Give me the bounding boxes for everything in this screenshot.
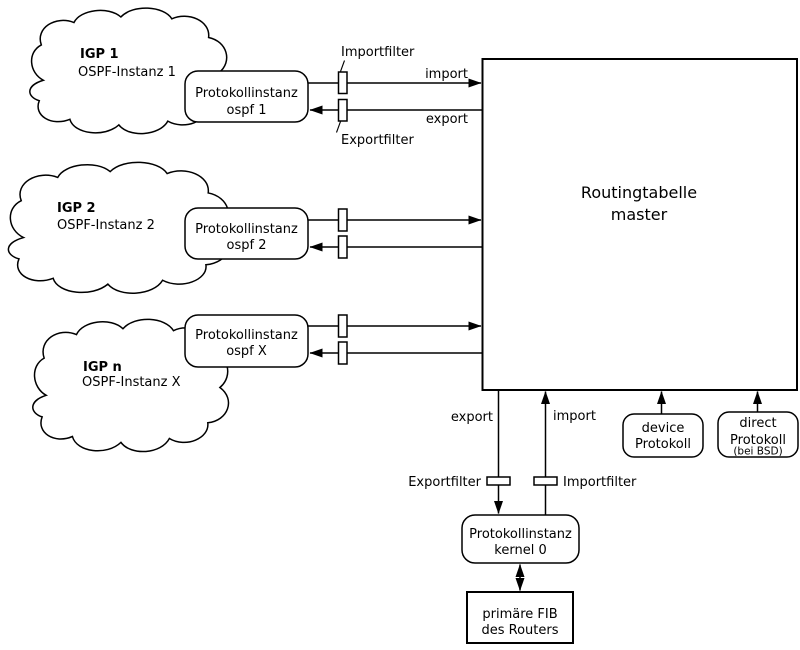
exportfilter-bottom-label: Exportfilter bbox=[408, 475, 481, 490]
protocol-box-ospfX-line1: Protokollinstanz bbox=[195, 328, 298, 343]
direct-protocol-line1: direct bbox=[739, 416, 776, 431]
export-top-label: export bbox=[426, 112, 468, 127]
fib-box bbox=[466, 591, 574, 644]
kernel-fib-group: Protokollinstanz kernel 0 primäre FIB de… bbox=[461, 514, 580, 644]
protocol-box-ospf2-line2: ospf 2 bbox=[227, 238, 267, 253]
export-filter-marker-1 bbox=[337, 98, 348, 122]
cloud-3-title: IGP n bbox=[83, 360, 122, 375]
exportfilter-top-label: Exportfilter bbox=[341, 133, 414, 148]
protocol-box-ospf2-line1: Protokollinstanz bbox=[195, 222, 298, 237]
routing-table-box bbox=[481, 58, 798, 391]
device-direct-group: device Protokoll direct Protokoll (bei B… bbox=[622, 391, 799, 458]
routing-table-title-line1: Routingtabelle bbox=[581, 183, 697, 202]
import-filter-marker-1 bbox=[337, 71, 348, 95]
cloud-2-title: IGP 2 bbox=[57, 201, 96, 216]
device-protocol-line1: device bbox=[642, 421, 685, 436]
direct-protocol-note: (bei BSD) bbox=[733, 446, 782, 458]
protocol-box-ospfX bbox=[184, 314, 309, 368]
cloud-1-title: IGP 1 bbox=[80, 47, 119, 62]
cloud-igp-n bbox=[33, 319, 229, 451]
import-filter-marker-2 bbox=[337, 208, 348, 232]
importfilter-bottom-label: Importfilter bbox=[563, 475, 637, 490]
routing-table-group: Routingtabelle master bbox=[481, 58, 798, 391]
kernel-instance-line1: Protokollinstanz bbox=[469, 527, 572, 542]
cloud-3-subtitle: OSPF-Instanz X bbox=[82, 375, 181, 390]
device-protocol-line2: Protokoll bbox=[635, 437, 691, 452]
protocol-box-ospf2 bbox=[184, 207, 309, 260]
protocol-box-ospf1 bbox=[184, 70, 309, 123]
importfilter-top-label: Importfilter bbox=[341, 45, 415, 60]
protocol-box-ospfX-line2: ospf X bbox=[226, 344, 267, 359]
kernel-instance-line2: kernel 0 bbox=[494, 543, 546, 558]
cloud-1-subtitle: OSPF-Instanz 1 bbox=[78, 65, 176, 80]
importfilter-callout-line bbox=[339, 60, 346, 72]
import-filter-marker-kernel bbox=[533, 476, 558, 486]
routing-table-title-line2: master bbox=[611, 205, 668, 224]
protocol-instance-boxes: Protokollinstanz ospf 1 Protokollinstanz… bbox=[184, 70, 309, 368]
import-filter-marker-3 bbox=[337, 314, 348, 338]
export-filter-marker-kernel bbox=[486, 476, 511, 486]
kernel-instance-box bbox=[461, 514, 580, 564]
device-protocol-box bbox=[622, 413, 704, 458]
kernel-connectors: export import Exportfilter Importfilter bbox=[408, 390, 637, 515]
cloud-2-subtitle: OSPF-Instanz 2 bbox=[57, 218, 155, 233]
fib-line1: primäre FIB bbox=[482, 607, 557, 622]
protocol-box-ospf1-line1: Protokollinstanz bbox=[195, 86, 298, 101]
import-bottom-label: import bbox=[553, 409, 596, 424]
export-filter-marker-3 bbox=[337, 341, 348, 365]
igp-clouds: IGP 1 OSPF-Instanz 1 IGP 2 OSPF-Instanz … bbox=[8, 8, 229, 451]
protocol-box-ospf1-line2: ospf 1 bbox=[227, 103, 267, 118]
exportfilter-callout-line bbox=[335, 121, 342, 133]
direct-protocol-line2: Protokoll bbox=[730, 433, 786, 448]
export-filter-marker-2 bbox=[337, 235, 348, 259]
fib-line2: des Routers bbox=[481, 623, 558, 638]
export-bottom-label: export bbox=[451, 410, 493, 425]
direct-protocol-box bbox=[717, 411, 799, 458]
ospf-connectors: Importfilter Exportfilter import export bbox=[308, 45, 482, 365]
import-top-label: import bbox=[425, 67, 468, 82]
